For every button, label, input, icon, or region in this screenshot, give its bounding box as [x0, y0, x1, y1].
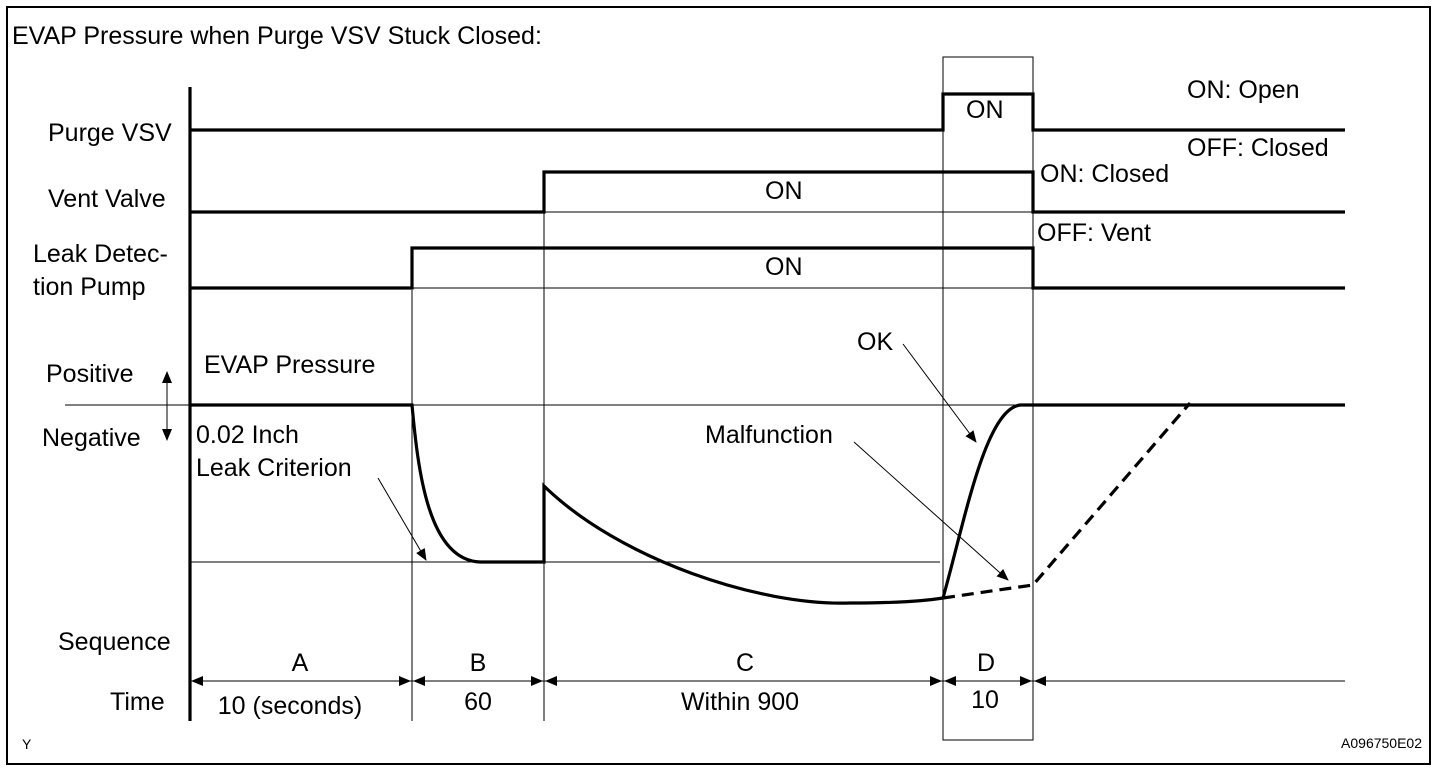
sequence-c-label: C	[736, 649, 754, 677]
diagram-frame	[6, 6, 1431, 765]
leak-pump-label-line2: tion Pump	[33, 273, 146, 301]
vent-valve-on-label: ON	[765, 177, 803, 205]
sequence-c-time: Within 900	[681, 688, 799, 716]
malfunction-label: Malfunction	[705, 421, 833, 449]
sequence-b-time: 60	[464, 688, 492, 716]
sequence-d-time: 10	[971, 686, 999, 714]
evap-pressure-curve	[190, 403, 944, 605]
leak-criterion-line1: 0.02 Inch	[196, 421, 299, 449]
diagram-title: EVAP Pressure when Purge VSV Stuck Close…	[12, 22, 542, 50]
leak-criterion-line2: Leak Criterion	[196, 454, 352, 482]
leak-pump-signal	[190, 246, 1345, 290]
vent-off-meaning: OFF: Vent	[1037, 219, 1151, 247]
corner-letter: Y	[22, 736, 32, 752]
ok-pressure-curve	[941, 403, 1345, 599]
vent-on-meaning: ON: Closed	[1040, 160, 1169, 188]
figure-id: A096750E02	[1341, 735, 1422, 751]
sequence-a-label: A	[292, 649, 309, 677]
evap-pressure-title: EVAP Pressure	[204, 351, 375, 379]
ok-arrow	[902, 343, 977, 443]
vent-valve-label: Vent Valve	[48, 185, 166, 213]
leak-criterion-arrow	[377, 477, 427, 561]
sequence-a-time: 10 (seconds)	[218, 692, 363, 720]
purge-off-meaning: OFF: Closed	[1187, 134, 1329, 162]
purge-vsv-signal	[190, 92, 1345, 132]
negative-label: Negative	[42, 424, 141, 452]
time-label: Time	[110, 688, 165, 716]
positive-label: Positive	[46, 360, 134, 388]
leak-pump-on-label: ON	[765, 253, 803, 281]
vent-valve-signal	[190, 170, 1345, 214]
malfunction-arrow	[853, 441, 1009, 581]
leak-pump-label-line1: Leak Detec-	[33, 240, 168, 268]
sequence-label: Sequence	[58, 628, 171, 656]
sequence-d-box	[942, 56, 1034, 741]
sequence-d-label: D	[977, 649, 995, 677]
purge-vsv-label: Purge VSV	[48, 119, 172, 147]
sequence-b-label: B	[470, 649, 487, 677]
purge-on-meaning: ON: Open	[1187, 76, 1300, 104]
purge-vsv-on-label: ON	[966, 96, 1004, 124]
ok-label: OK	[857, 328, 893, 356]
malfunction-pressure-curve	[942, 401, 1192, 600]
